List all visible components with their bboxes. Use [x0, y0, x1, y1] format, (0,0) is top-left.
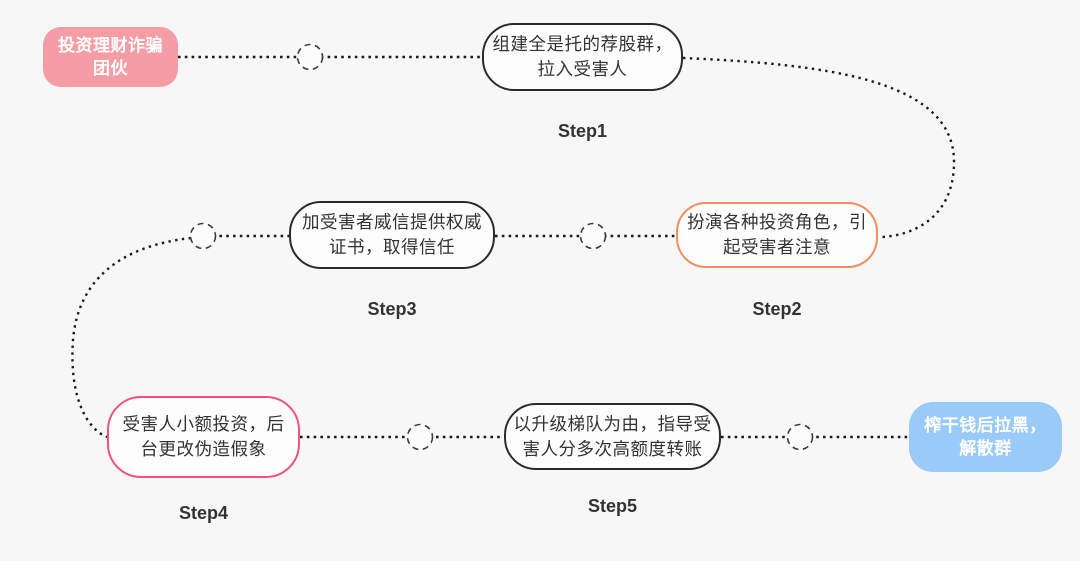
connector-step3-step4-curve: [71, 236, 192, 439]
node-step1-line2: 拉入受害人: [537, 59, 628, 79]
node-step2-line2: 起受害者注意: [723, 237, 831, 257]
node-step2-line1: 扮演各种投资角色，引: [687, 212, 867, 232]
node-step5: 以升级梯队为由，指导受 害人分多次高额度转账: [504, 403, 721, 470]
node-end: 榨干钱后拉黑， 解散群: [909, 402, 1062, 472]
waypoint-circle-4: [406, 423, 434, 451]
node-start-line2: 团伙: [93, 59, 128, 78]
waypoint-circle-3: [189, 222, 217, 250]
node-step3-line1: 加受害者威信提供权威: [302, 212, 482, 232]
waypoint-circle-5: [786, 423, 814, 451]
node-step4-line2: 台更改伪造假象: [140, 439, 267, 459]
step1-label: Step1: [557, 121, 608, 141]
node-step2: 扮演各种投资角色，引 起受害者注意: [676, 202, 878, 268]
node-end-line2: 解散群: [959, 439, 1012, 458]
step5-label: Step5: [587, 496, 638, 516]
node-step5-line1: 以升级梯队为由，指导受: [513, 413, 712, 434]
step4-label: Step4: [178, 503, 229, 523]
node-start: 投资理财诈骗 团伙: [43, 27, 178, 87]
step2-label: Step2: [752, 299, 802, 319]
node-step4: 受害人小额投资，后 台更改伪造假象: [107, 396, 300, 478]
node-step3: 加受害者威信提供权威 证书，取得信任: [289, 201, 495, 269]
waypoint-circle-1: [296, 43, 324, 71]
connector-step1-step2-curve: [682, 56, 956, 239]
node-step1: 组建全是托的荐股群， 拉入受害人: [482, 23, 683, 91]
node-step4-line1: 受害人小额投资，后: [122, 414, 285, 434]
node-step1-line1: 组建全是托的荐股群，: [492, 34, 673, 54]
node-step3-line2: 证书，取得信任: [329, 237, 455, 257]
node-end-line1: 榨干钱后拉黑，: [924, 416, 1047, 435]
step3-label: Step3: [367, 299, 417, 319]
waypoint-circle-2: [579, 222, 607, 250]
node-start-line1: 投资理财诈骗: [58, 36, 163, 55]
node-step5-line2: 害人分多次高额度转账: [522, 438, 703, 459]
